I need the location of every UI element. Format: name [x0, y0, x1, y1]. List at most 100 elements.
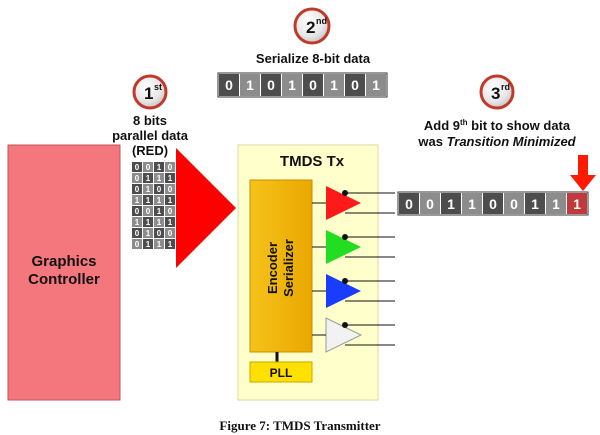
add-bit-label-line2: was Transition Minimized — [417, 134, 576, 149]
parallel-bit-value: 0 — [146, 207, 151, 216]
serial-bit-cell — [399, 193, 419, 214]
parallel-bit-value: 0 — [135, 185, 140, 194]
parallel-bit-value: 1 — [168, 218, 173, 227]
serial-bit-value: 0 — [489, 196, 497, 212]
serial-bit-value: 1 — [552, 196, 560, 212]
step-3-num: 3 — [491, 84, 500, 103]
parallel-bit-value: 1 — [157, 174, 162, 183]
serial-bit-value: 1 — [246, 77, 254, 93]
parallel-bit-cell — [154, 228, 164, 238]
graphics-controller-line1: Graphics — [31, 253, 96, 270]
serialize-label: Serialize 8-bit data — [256, 51, 371, 66]
parallel-bit-cell — [165, 228, 175, 238]
parallel-bit-cell — [143, 228, 153, 238]
serial-bit-cell — [282, 74, 302, 96]
serial-bit-value: 1 — [288, 77, 296, 93]
parallel-bit-value: 1 — [168, 240, 173, 249]
parallel-bit-value: 1 — [135, 218, 140, 227]
parallel-bit-value: 1 — [157, 218, 162, 227]
serial-bit-cell — [261, 74, 281, 96]
serial-bit-value: 1 — [447, 196, 455, 212]
step-1-num: 1 — [144, 84, 153, 103]
parallel-bit-cell — [154, 239, 164, 249]
parallel-bit-cell — [143, 239, 153, 249]
parallel-bit-value: 0 — [135, 163, 140, 172]
parallel-bit-cell — [132, 195, 142, 205]
encoder-serializer-block: Encoder Serializer — [249, 179, 313, 353]
serial-bit-value: 1 — [531, 196, 539, 212]
parallel-bit-value: 0 — [168, 229, 173, 238]
driver-clock — [312, 317, 395, 353]
serial-bit-value: 1 — [330, 77, 338, 93]
parallel-bit-value: 1 — [146, 229, 151, 238]
serial-bit-value: 1 — [468, 196, 476, 212]
serial-bit-value: 0 — [225, 77, 233, 93]
serial-bit-value: 0 — [309, 77, 317, 93]
parallel-bit-value: 0 — [135, 174, 140, 183]
parallel-bit-cell — [165, 217, 175, 227]
step-2-sup: nd — [316, 16, 327, 26]
parallel-bit-cell — [143, 173, 153, 183]
step-2-num: 2 — [306, 18, 315, 37]
parallel-label-line1: 8 bits — [133, 113, 167, 128]
step-badge-2nd: 2 nd — [293, 7, 331, 45]
parallel-bit-value: 1 — [135, 196, 140, 205]
serial-bit-value: 1 — [573, 196, 581, 212]
parallel-bit-cell — [143, 217, 153, 227]
graphics-controller-line2: Controller — [28, 271, 100, 288]
step-badge-3rd: 3 rd — [479, 74, 515, 110]
parallel-bit-value: 1 — [146, 196, 151, 205]
parallel-bit-cell — [165, 184, 175, 194]
serial-bit-cell — [441, 193, 461, 214]
parallel-bit-value: 1 — [168, 196, 173, 205]
parallel-bit-cell — [143, 195, 153, 205]
parallel-bit-cell — [165, 206, 175, 216]
parallel-bit-cell — [165, 162, 175, 172]
graphics-controller-block: Graphics Controller — [7, 144, 121, 401]
parallel-bit-cell — [132, 162, 142, 172]
parallel-bit-value: 1 — [146, 174, 151, 183]
serial-bit-value: 0 — [510, 196, 518, 212]
serial-bit-value: 0 — [267, 77, 275, 93]
parallel-bit-value: 1 — [157, 207, 162, 216]
serializer-label: Serializer — [281, 239, 296, 297]
pll-block: PLL — [249, 361, 313, 383]
parallel-bit-cell — [165, 195, 175, 205]
tmds-tx-title: TMDS Tx — [280, 153, 345, 170]
pll-label: PLL — [270, 366, 293, 380]
serial-bit-cell — [366, 74, 386, 96]
serial-bit-cell — [324, 74, 344, 96]
parallel-bit-cell — [143, 162, 153, 172]
parallel-label-line2: parallel data — [112, 128, 189, 143]
parallel-bit-cell — [132, 206, 142, 216]
parallel-bit-value: 1 — [157, 240, 162, 249]
serial-bit-cell — [462, 193, 482, 214]
parallel-bit-value: 1 — [146, 185, 151, 194]
parallel-bit-value: 0 — [135, 240, 140, 249]
parallel-bit-value: 1 — [157, 196, 162, 205]
step-1-sup: st — [154, 82, 162, 92]
ninth-bit-arrow — [570, 155, 596, 191]
serial-bit-cell — [303, 74, 323, 96]
parallel-bit-value: 1 — [146, 218, 151, 227]
serial-bit-cell — [483, 193, 503, 214]
parallel-bit-cell — [143, 206, 153, 216]
parallel-label-line3: (RED) — [132, 143, 168, 158]
ninth-bit-cell — [567, 193, 587, 214]
serial-bit-cell — [240, 74, 260, 96]
driver-green — [312, 230, 395, 264]
parallel-bit-cell — [165, 173, 175, 183]
serial-bit-cell — [219, 74, 239, 96]
serial-bit-value: 0 — [405, 196, 413, 212]
serial-bit-cell — [345, 74, 365, 96]
parallel-bit-cell — [154, 195, 164, 205]
serial-bit-cell — [525, 193, 545, 214]
parallel-bit-cell — [154, 206, 164, 216]
parallel-bit-cell — [165, 239, 175, 249]
parallel-bit-cell — [132, 184, 142, 194]
parallel-bit-cell — [132, 173, 142, 183]
